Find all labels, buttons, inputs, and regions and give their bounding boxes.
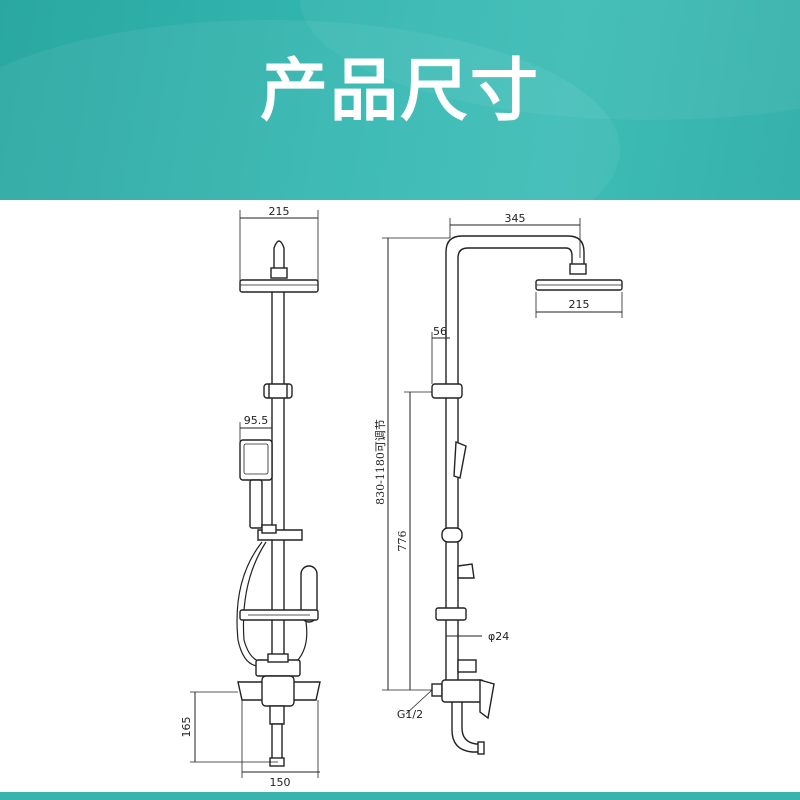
dim-56: 56 <box>433 325 447 338</box>
dim-arm-length: 345 <box>505 212 526 225</box>
dim-776: 776 <box>396 531 409 552</box>
bottom-accent-bar <box>0 792 800 800</box>
dim-adjustable-height: 830-1180可调节 <box>374 419 387 505</box>
dim-head-width: 215 <box>269 205 290 218</box>
dim-165: 165 <box>180 717 193 738</box>
dim-pipe-diameter: φ24 <box>488 630 509 643</box>
front-view-drawing <box>190 210 321 778</box>
dim-150: 150 <box>270 776 291 789</box>
dim-side-head-width: 215 <box>569 298 590 311</box>
dim-thread: G1/2 <box>397 708 423 721</box>
page-title: 产品尺寸 <box>259 52 540 131</box>
dim-handheld-width: 95.5 <box>244 414 269 427</box>
side-view-drawing <box>382 218 623 755</box>
header-banner: 产品尺寸 <box>0 0 800 200</box>
